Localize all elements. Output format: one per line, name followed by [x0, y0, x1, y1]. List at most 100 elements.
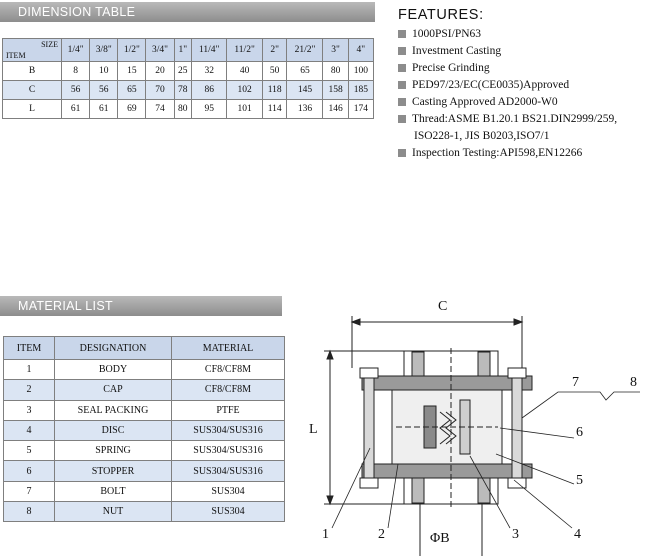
dimension-value-cell: 10 — [89, 61, 119, 81]
feature-text: Thread:ASME B1.20.1 BS21.DIN2999/259, — [412, 113, 618, 125]
size-header: 11/2" — [226, 38, 263, 62]
dimension-l-arrow-top — [326, 349, 334, 360]
size-header: 3/4" — [145, 38, 175, 62]
dimension-c-arrow-right — [513, 318, 524, 326]
dimension-value-cell: 174 — [347, 99, 375, 119]
material-item-cell: 3 — [3, 399, 55, 421]
material-material-cell: PTFE — [171, 399, 285, 421]
material-designation-cell: NUT — [54, 501, 172, 523]
feature-text: 1000PSI/PN63 — [412, 28, 482, 40]
dimension-value-cell: 65 — [286, 61, 324, 81]
callout-leaders — [331, 391, 640, 529]
material-material-cell: SUS304 — [171, 480, 285, 503]
dimension-value-cell: 86 — [190, 80, 228, 100]
material-item-cell: 5 — [3, 440, 55, 462]
size-header: 1/4" — [60, 38, 91, 62]
material-header-designation: DESIGNATION — [54, 336, 172, 360]
feature-text: Inspection Testing:API598,EN12266 — [412, 147, 583, 159]
dimension-value-cell: 185 — [347, 80, 375, 100]
valve-section-drawing: C L ΦB 1 2 3 4 5 6 7 8 — [309, 299, 640, 556]
material-material-cell: SUS304/SUS316 — [171, 460, 285, 482]
callout-4: 4 — [574, 527, 581, 542]
material-material-cell: SUS304 — [171, 501, 285, 523]
square-bullet-icon — [398, 47, 406, 55]
material-designation-cell: BOLT — [54, 480, 172, 503]
dimension-value-cell: 56 — [60, 80, 91, 100]
dimension-value-cell: 80 — [173, 99, 192, 119]
size-header: 2" — [261, 38, 288, 62]
dimension-value-cell: 114 — [261, 99, 288, 119]
size-header: 1" — [173, 38, 192, 62]
dimension-value-cell: 69 — [117, 99, 147, 119]
dimension-value-cell: 80 — [322, 61, 349, 81]
dimension-value-cell: 146 — [322, 99, 349, 119]
dimension-value-cell: 158 — [322, 80, 349, 100]
dimension-l-arrow-bottom — [326, 495, 334, 506]
dimension-value-cell: 136 — [286, 99, 324, 119]
dimension-value-cell: 100 — [347, 61, 375, 81]
material-header-row: ITEM DESIGNATION MATERIAL — [3, 336, 285, 360]
size-header: 4" — [347, 38, 375, 62]
feature-item: PED97/23/EC(CE0035)Approved — [398, 77, 654, 94]
dimension-b-label: ΦB — [430, 531, 450, 546]
material-material-cell: CF8/CF8M — [171, 358, 285, 381]
dimension-item-cell: C — [2, 80, 62, 100]
dimension-value-cell: 20 — [145, 61, 175, 81]
material-material-cell: SUS304/SUS316 — [171, 419, 285, 442]
material-item-cell: 4 — [3, 419, 55, 442]
material-designation-cell: BODY — [54, 358, 172, 381]
feature-text: PED97/23/EC(CE0035)Approved — [412, 79, 570, 91]
dimension-c-label: C — [438, 299, 447, 314]
material-designation-cell: STOPPER — [54, 460, 172, 482]
dimension-table-title: DIMENSION TABLE — [0, 2, 375, 22]
dimension-value-cell: 8 — [60, 61, 91, 81]
dimension-value-cell: 56 — [89, 80, 119, 100]
dimension-value-cell: 145 — [286, 80, 324, 100]
dimension-value-cell: 70 — [145, 80, 175, 100]
material-item-cell: 8 — [3, 501, 55, 523]
size-header: 11/4" — [190, 38, 228, 62]
dimension-value-cell: 61 — [89, 99, 119, 119]
square-bullet-icon — [398, 81, 406, 89]
feature-text: Precise Grinding — [412, 62, 490, 74]
material-material-cell: CF8/CF8M — [171, 379, 285, 401]
material-header-material: MATERIAL — [171, 336, 285, 360]
material-item-cell: 1 — [3, 358, 55, 381]
callout-2: 2 — [378, 527, 385, 542]
features-title: FEATURES: — [398, 7, 484, 23]
dimension-value-cell: 95 — [190, 99, 228, 119]
dimension-header-row: SIZE ITEM 1/4"3/8"1/2"3/4"1"11/4"11/2"2"… — [2, 38, 375, 62]
feature-text: Casting Approved AD2000-W0 — [412, 96, 558, 108]
dimension-value-cell: 50 — [261, 61, 288, 81]
dimension-value-cell: 32 — [190, 61, 228, 81]
material-designation-cell: SPRING — [54, 440, 172, 462]
square-bullet-icon — [398, 115, 406, 123]
size-header: 3" — [322, 38, 349, 62]
material-item-cell: 7 — [3, 480, 55, 503]
size-header: 21/2" — [286, 38, 324, 62]
corner-item-label: ITEM — [6, 51, 26, 60]
material-designation-cell: DISC — [54, 419, 172, 442]
material-item-cell: 2 — [3, 379, 55, 401]
square-bullet-icon — [398, 149, 406, 157]
callout-5: 5 — [576, 473, 583, 488]
callout-8: 8 — [630, 375, 637, 390]
callout-3: 3 — [512, 527, 519, 542]
dimension-corner-cell: SIZE ITEM — [2, 38, 62, 62]
square-bullet-icon — [398, 64, 406, 72]
dimension-value-cell: 78 — [173, 80, 192, 100]
material-designation-cell: CAP — [54, 379, 172, 401]
dimension-value-cell: 118 — [261, 80, 288, 100]
feature-item: 1000PSI/PN63 — [398, 26, 654, 43]
square-bullet-icon — [398, 30, 406, 38]
dimension-value-cell: 40 — [226, 61, 263, 81]
dimension-item-cell: B — [2, 61, 62, 81]
